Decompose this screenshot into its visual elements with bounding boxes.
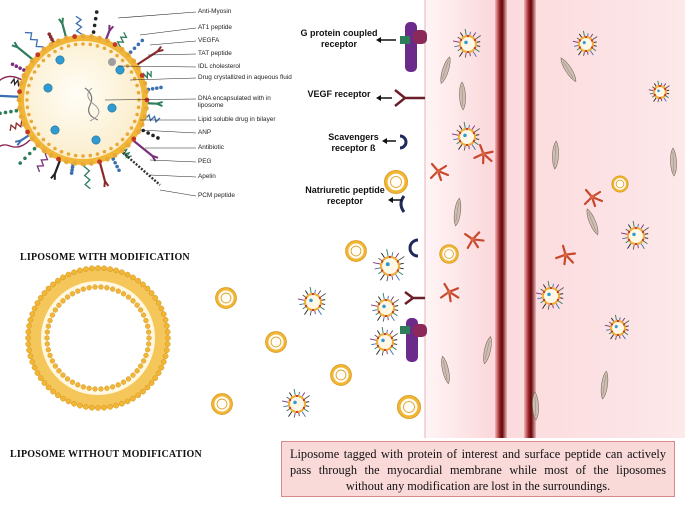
label-pointer-line	[160, 190, 196, 196]
label-dna-encapsulated: DNA encapsulated with in liposome	[198, 95, 293, 110]
label-vegfa: VEGFA	[198, 38, 219, 44]
label-tat-peptide: TAT peptide	[198, 51, 232, 57]
g-protein-receptor	[376, 22, 427, 72]
label-pcm-peptide: PCM peptide	[198, 193, 235, 199]
plain-liposome	[331, 365, 352, 386]
label-pointer-line	[150, 41, 196, 45]
modified-liposome	[298, 287, 326, 316]
label-apelin: Apelin	[198, 174, 216, 180]
label-anti-myosin: Anti-Myosin	[198, 9, 231, 15]
heading-liposome-without-modification: LIPOSOME WITHOUT MODIFICATION	[10, 449, 202, 460]
plain-liposome	[397, 395, 420, 418]
label-lipid-soluble-drug: Lipid soluble drug in bilayer	[198, 117, 275, 123]
label-pointer-line	[150, 160, 196, 162]
natriuretic-receptor	[388, 196, 404, 212]
modified-liposome	[373, 249, 404, 281]
scavenger-receptor	[382, 136, 406, 148]
plain-liposome	[212, 394, 233, 415]
modified-liposome	[370, 327, 398, 356]
large-plain-liposome	[25, 265, 170, 410]
membrane-wall-right	[524, 0, 536, 438]
label-vegf-receptor: VEGF receptor	[300, 89, 378, 100]
label-g-protein-receptor: G protein coupled receptor	[300, 28, 378, 50]
label-drug-crystallized: Drug crystallized in aqueous fluid	[198, 74, 293, 81]
label-idl-cholesterol: IDL cholesterol	[198, 64, 240, 70]
heading-liposome-with-modification: LIPOSOME WITH MODIFICATION	[20, 252, 190, 263]
label-scavengers-receptor: Scavengers receptor ß	[326, 132, 381, 154]
label-anp: ANP	[198, 130, 211, 136]
label-pointer-line	[140, 28, 196, 35]
membrane-receptors	[400, 240, 427, 362]
plain-liposome	[346, 241, 367, 262]
label-natriuretic-receptor: Natriuretic peptide receptor	[300, 185, 390, 207]
caption-box: Liposome tagged with protein of interest…	[281, 441, 675, 497]
label-peg: PEG	[198, 159, 212, 165]
membrane-wall-left	[495, 0, 507, 438]
label-antibiotic: Antibiotic	[198, 145, 224, 151]
plain-liposome	[440, 245, 459, 264]
plain-liposome	[216, 288, 237, 309]
plain-liposome	[266, 332, 287, 353]
modified-liposome	[282, 389, 310, 418]
label-pointer-line	[118, 12, 196, 18]
plain-liposome	[612, 176, 628, 192]
modified-liposome	[371, 293, 399, 322]
vegf-receptor	[376, 90, 425, 106]
label-at1-peptide: AT1 peptide	[198, 25, 232, 31]
label-pointer-line	[150, 175, 196, 177]
tissue-region	[425, 0, 685, 438]
